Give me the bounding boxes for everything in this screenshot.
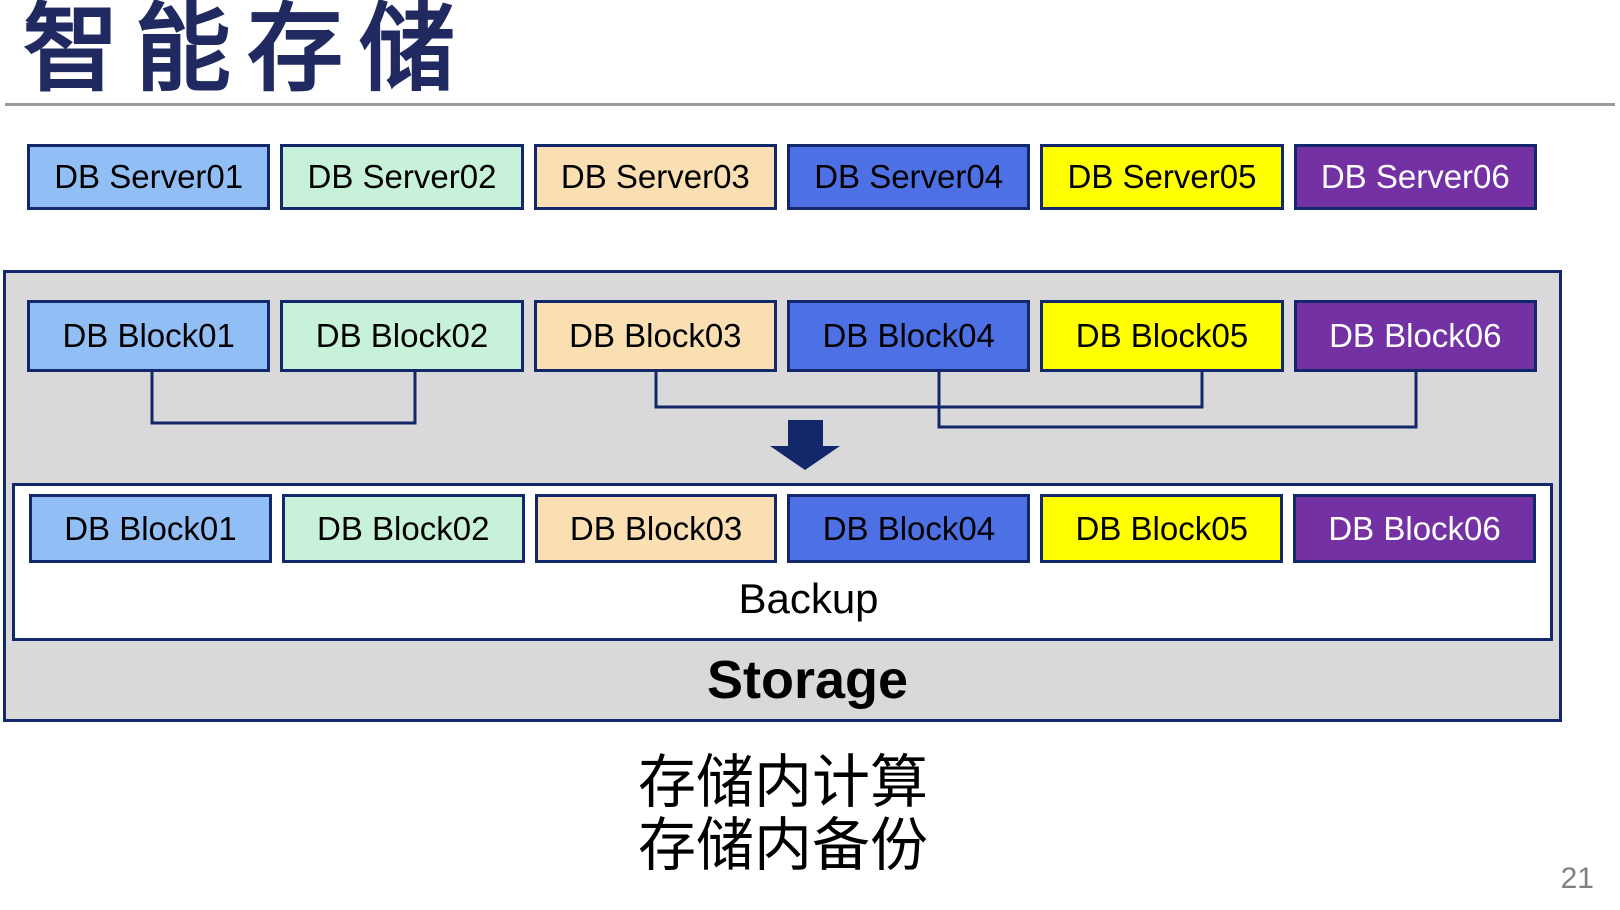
db-server-box: DB Server02 xyxy=(280,144,524,210)
db-block-box: DB Block01 xyxy=(29,494,272,563)
db-block-box: DB Block02 xyxy=(280,300,524,372)
db-block-box: DB Block04 xyxy=(786,300,1031,372)
db-server-box: DB Server04 xyxy=(786,144,1031,210)
db-block-box: DB Block02 xyxy=(281,494,525,563)
db-block-box: DB Block03 xyxy=(534,494,778,563)
storage-label: Storage xyxy=(706,650,909,710)
db-block-row-backup: DB Block01 DB Block02 DB Block03 DB Bloc… xyxy=(29,494,1536,563)
db-block-box: DB Block03 xyxy=(533,300,777,372)
db-server-box: DB Server05 xyxy=(1040,144,1284,210)
db-block-box: DB Block05 xyxy=(1040,494,1284,563)
db-block-box: DB Block04 xyxy=(787,494,1031,563)
db-block-box: DB Block06 xyxy=(1293,300,1537,372)
title-divider xyxy=(5,103,1615,106)
caption-line: 存储内计算 xyxy=(637,750,928,815)
caption-line: 存储内备份 xyxy=(637,812,928,878)
caption: 存储内计算 存储内备份 xyxy=(0,750,1566,878)
db-server-box: DB Server03 xyxy=(533,144,777,210)
db-block-box: DB Block05 xyxy=(1040,300,1284,372)
db-server-box: DB Server06 xyxy=(1293,144,1537,210)
backup-label: Backup xyxy=(738,575,879,622)
storage-container: DB Block01 DB Block02 DB Block03 DB Bloc… xyxy=(3,270,1562,722)
db-block-box: DB Block06 xyxy=(1293,494,1536,563)
db-block-row-source: DB Block01 DB Block02 DB Block03 DB Bloc… xyxy=(27,300,1537,372)
page-title: 智能存储 xyxy=(23,0,471,103)
db-server-box: DB Server01 xyxy=(27,144,271,210)
page-number: 21 xyxy=(1560,862,1594,895)
db-block-box: DB Block01 xyxy=(27,300,271,372)
db-server-row: DB Server01 DB Server02 DB Server03 DB S… xyxy=(27,144,1537,210)
backup-container: DB Block01 DB Block02 DB Block03 DB Bloc… xyxy=(12,483,1553,641)
